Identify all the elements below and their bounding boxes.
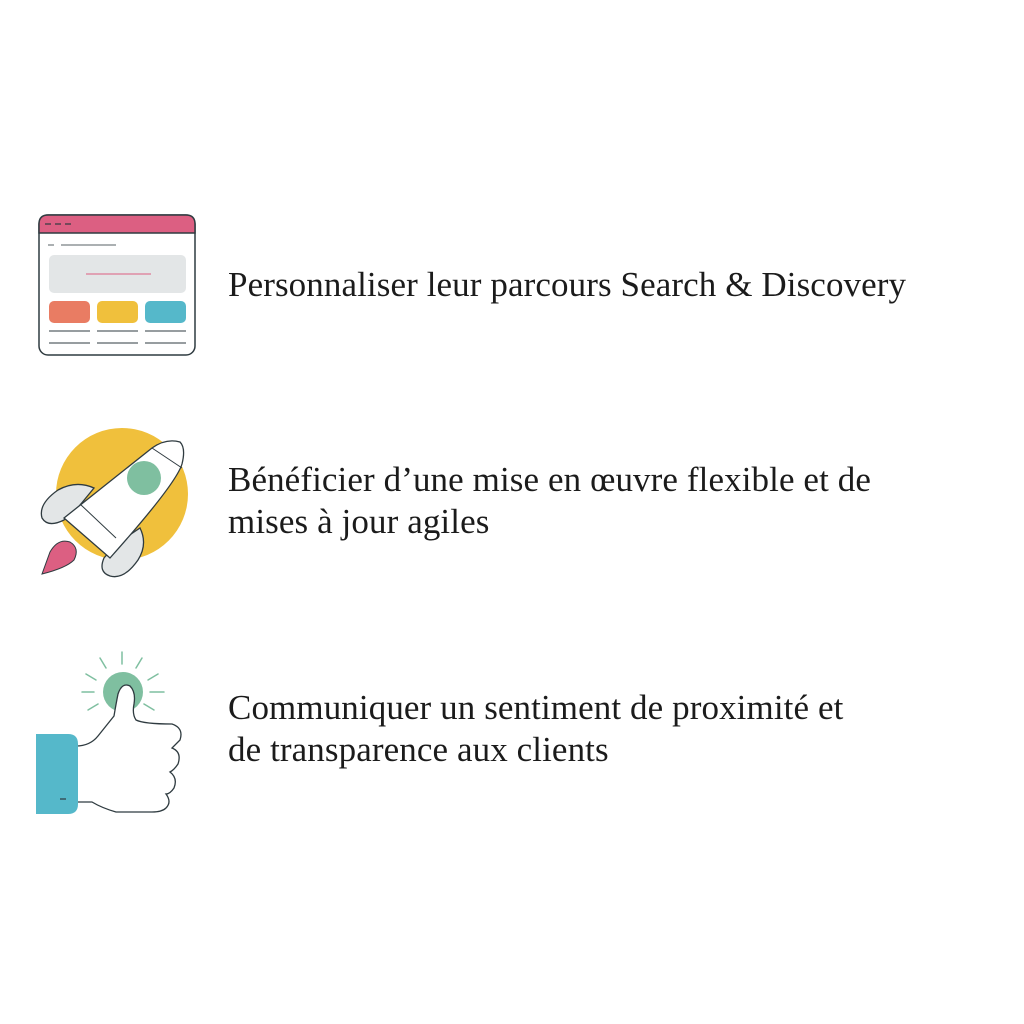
thumbs-up-icon bbox=[36, 651, 182, 814]
browser-window-icon bbox=[38, 214, 196, 356]
feature-line: Bénéficier d’une mise en œuvre flexible … bbox=[228, 460, 871, 499]
feature-line: de transparence aux clients bbox=[228, 730, 609, 769]
feature-text: Bénéficier d’une mise en œuvre flexible … bbox=[228, 459, 871, 543]
feature-line: Communiquer un sentiment de proximité et bbox=[228, 688, 844, 727]
feature-line: Personnaliser leur parcours Search & Dis… bbox=[228, 265, 907, 304]
feature-text: Communiquer un sentiment de proximité et… bbox=[228, 687, 843, 771]
rocket-icon bbox=[40, 428, 188, 578]
feature-line: mises à jour agiles bbox=[228, 502, 490, 541]
feature-text: Personnaliser leur parcours Search & Dis… bbox=[228, 264, 906, 306]
